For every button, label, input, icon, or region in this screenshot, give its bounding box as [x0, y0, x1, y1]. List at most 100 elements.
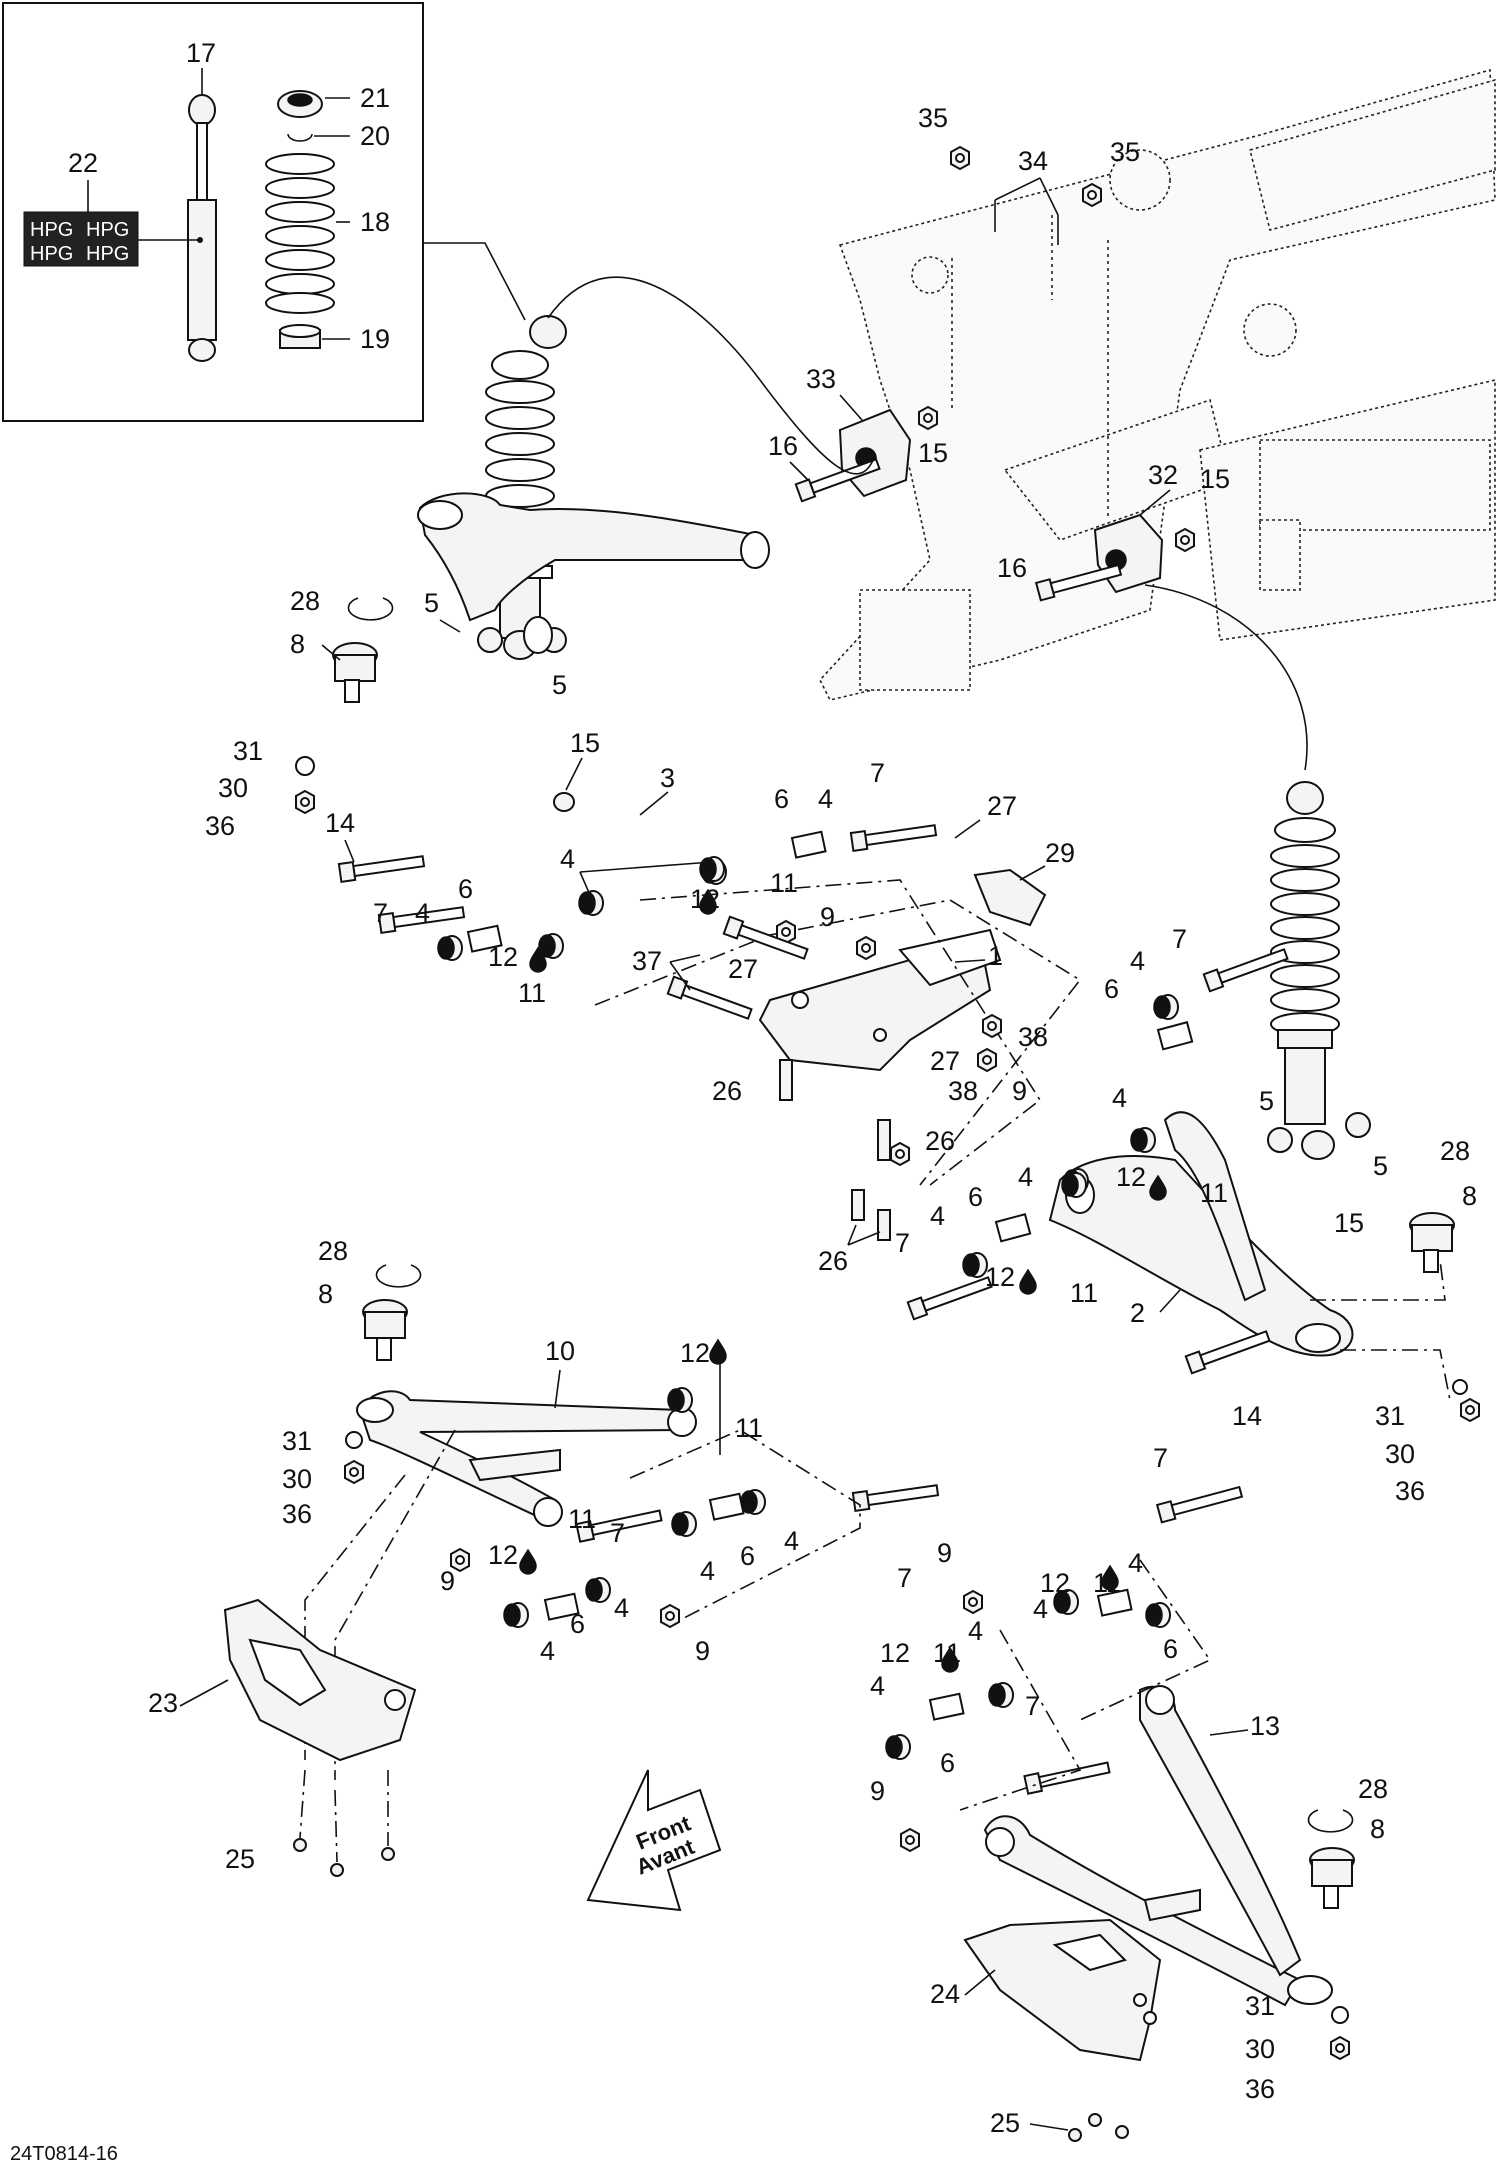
callout-29: 29	[1045, 838, 1075, 868]
callout-6-upper: 6	[774, 784, 789, 814]
callout-28-upper: 28	[290, 586, 320, 616]
lower-rear-a-arm-part-13	[983, 1685, 1333, 2007]
skid-plate-part-23	[223, 1598, 417, 1762]
callout-4-lower-right-c: 4	[968, 1616, 983, 1646]
callout-11-right-b: 11	[1070, 1278, 1098, 1308]
front-direction-arrow: Front Avant	[586, 1769, 722, 1912]
callout-25-left: 25	[225, 1844, 255, 1874]
callout-6-lower-left-a: 6	[740, 1541, 755, 1571]
callout-4-lower-right-b: 4	[1033, 1594, 1048, 1624]
callout-16-right: 16	[997, 553, 1027, 583]
callout-32: 32	[1148, 460, 1178, 490]
callout-20: 20	[360, 121, 390, 151]
callout-9-lower-right-a: 9	[937, 1538, 952, 1568]
callout-4-lower-left-d: 4	[540, 1636, 555, 1666]
callout-4-right-d: 4	[930, 1201, 945, 1231]
hpg-decal-text-2: HPG	[86, 219, 129, 241]
callout-7-upper-b: 7	[373, 898, 388, 928]
callout-11-lower-right-b: 11	[933, 1638, 961, 1668]
callout-2: 2	[1130, 1298, 1145, 1328]
callout-34: 34	[1018, 146, 1048, 176]
callout-11-lower-left-a: 11	[735, 1413, 763, 1443]
callout-4-upper-c: 4	[415, 898, 430, 928]
callout-6-right-a: 6	[1104, 974, 1119, 1004]
callout-31-lower-right: 31	[1245, 1991, 1275, 2021]
callout-5-right-a: 5	[1259, 1086, 1274, 1116]
callout-1: 1	[988, 941, 1003, 971]
callout-4-lower-left-a: 4	[784, 1526, 799, 1556]
callout-35-right: 35	[1110, 137, 1140, 167]
left-shock-mount-leader	[547, 276, 876, 475]
callout-3: 3	[660, 763, 675, 793]
ball-joint-part-8-lower-right	[1309, 1847, 1355, 1909]
callout-31-lower-left: 31	[282, 1426, 312, 1456]
callout-4-upper-b: 4	[560, 844, 575, 874]
callout-12-upper-a: 12	[690, 884, 720, 914]
ball-joint-part-8-upper	[332, 642, 378, 703]
callout-18: 18	[360, 207, 390, 237]
callout-6-lower-right-a: 6	[1163, 1634, 1178, 1664]
right-shock-mount-leader	[1144, 584, 1308, 771]
callout-6-right-b: 6	[968, 1182, 983, 1212]
callout-11-upper-a: 11	[770, 868, 798, 898]
callout-26-a: 26	[712, 1076, 742, 1106]
callout-14-upper: 14	[325, 808, 355, 838]
figure-id: 24T0814-16	[10, 2143, 118, 2165]
callout-11-lower-right-a: 11	[1093, 1568, 1121, 1598]
callout-36-upper: 36	[205, 811, 235, 841]
callout-7-lower-mid: 7	[897, 1563, 912, 1593]
callout-17: 17	[186, 38, 216, 68]
callout-31-upper: 31	[233, 736, 263, 766]
coil-spring-part-18	[265, 153, 335, 314]
callout-4-right-c: 4	[1018, 1162, 1033, 1192]
callout-14-right: 14	[1232, 1401, 1262, 1431]
callout-10: 10	[545, 1336, 575, 1366]
callout-4-lower-right-a: 4	[1128, 1548, 1143, 1578]
shock-components-inset: HPG HPG HPG HPG	[2, 2, 424, 422]
callout-6-upper-b: 6	[458, 874, 473, 904]
callout-4-right-a: 4	[1130, 946, 1145, 976]
callout-26-c: 26	[818, 1246, 848, 1276]
callout-12-lower-right-b: 12	[880, 1638, 910, 1668]
callout-8-upper: 8	[290, 629, 305, 659]
callout-5-upper-b: 5	[552, 670, 567, 700]
callout-11-right-a: 11	[1200, 1178, 1228, 1208]
lower-left-a-arm-part-10	[356, 1390, 697, 1527]
callout-9-center-b: 9	[1012, 1076, 1027, 1106]
hpg-decal-text-4: HPG	[86, 243, 129, 265]
callout-37: 37	[632, 946, 662, 976]
callout-19: 19	[360, 324, 390, 354]
bracket-assembly-dashline-1	[594, 899, 1082, 1186]
lower-right-a-arm-part-2	[1048, 1111, 1354, 1357]
hpg-decal-text-1: HPG	[30, 219, 73, 241]
ball-joint-part-8-right	[1409, 1212, 1455, 1273]
hpg-decal-text-3: HPG	[30, 243, 73, 265]
callout-8-right: 8	[1462, 1181, 1477, 1211]
callout-9-lower-left-b: 9	[695, 1636, 710, 1666]
callout-22: 22	[68, 148, 98, 178]
callout-36-lower-right: 36	[1245, 2074, 1275, 2104]
callout-27-low: 27	[930, 1046, 960, 1076]
hpg-decal: HPG HPG HPG HPG	[23, 211, 139, 267]
callout-36-right: 36	[1395, 1476, 1425, 1506]
callout-12-lower-left-b: 12	[488, 1540, 518, 1570]
callout-11-lower-left-b: 11	[568, 1504, 596, 1534]
ball-joint-part-8-lower-left	[362, 1299, 408, 1361]
callout-12-right-b: 12	[985, 1262, 1015, 1292]
callout-11-upper-b: 11	[518, 978, 546, 1008]
callout-30-lower-right: 30	[1245, 2034, 1275, 2064]
callout-15-mid: 15	[570, 728, 600, 758]
inset-leader-line	[423, 242, 526, 321]
callout-31-right: 31	[1375, 1401, 1405, 1431]
callout-15-right: 15	[1200, 464, 1230, 494]
spring-adjuster-part-19	[279, 324, 321, 349]
right-shock-assembly	[1267, 781, 1371, 1160]
callout-9-lower-left-a: 9	[440, 1566, 455, 1596]
callout-7-lower-right-b: 7	[1025, 1691, 1040, 1721]
callout-38-a: 38	[1018, 1022, 1048, 1052]
callout-7-lower-right-a: 7	[1153, 1443, 1168, 1473]
callout-12-lower-right-a: 12	[1040, 1568, 1070, 1598]
callout-5-upper-a: 5	[424, 588, 439, 618]
callout-28-lower-left: 28	[318, 1236, 348, 1266]
